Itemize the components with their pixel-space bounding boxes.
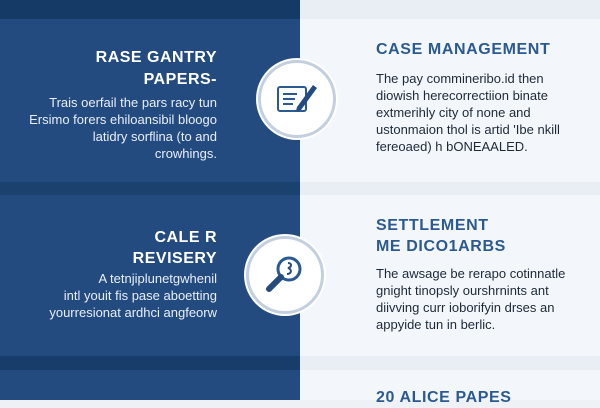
section1-left-body-line3: latidry sorflina (to and — [92, 129, 217, 144]
section1-right-title: CASE MANAGEMENT — [376, 41, 551, 58]
section1-right-body-line1: The pay commineribo.id then — [376, 71, 544, 86]
section2-right-body-line2: gnight tinopsly ourshrnints ant — [376, 283, 549, 298]
section2-left-body-line3: yourresionat ardhci angfeorw — [49, 305, 217, 320]
section3-right-title: 20 ALICE PAPES — [376, 389, 512, 406]
section2-left-title-line1: CALE R — [154, 229, 217, 246]
section2-right-body-line1: The awsage be rerapo cotinnatle — [376, 266, 566, 281]
section1-right-body-line2: diowish herecorrectiion binate — [376, 88, 548, 103]
section2-left-title-line2: REVISERY — [132, 250, 217, 267]
section1-right-body-line4: ustonmaion thol is artid 'Ibe nkill — [376, 122, 560, 137]
section1-left-title-line1: RASE GANTRY — [95, 49, 217, 66]
section1-left-body-line4: crowhings. — [154, 146, 217, 161]
section1-left-body-line1: Trais oerfail the pars racy tun — [49, 95, 217, 110]
section2-icon-circle — [246, 236, 324, 314]
document-pen-icon — [277, 85, 317, 112]
section1-left-title-line2: PAPERS- — [143, 71, 217, 88]
left-bottom-band — [0, 356, 300, 370]
section2-left-body-line1: A tetnjiplunetgwhenil — [98, 271, 217, 286]
section1-right-body-line5: fereoaed) h bONEAALED. — [376, 139, 528, 154]
section1-icon-circle — [258, 60, 336, 138]
magnifier-icon — [266, 256, 302, 292]
section2-right-title-line1: SETTLEMENT — [376, 217, 489, 234]
section2-right-title-line2: ME DICO1ARBS — [376, 238, 506, 255]
left-panel — [0, 0, 300, 400]
left-divider-band — [0, 182, 300, 195]
right-top-band — [300, 0, 600, 19]
right-divider-band — [300, 182, 600, 195]
right-bottom-band — [300, 356, 600, 370]
section2-right-body-line4: appyide tun in berlic. — [376, 317, 496, 332]
left-top-band — [0, 0, 300, 19]
section1-left-body-line2: Ersimo forers ehiloansibil bloogo — [29, 112, 217, 127]
section2-right-body-line3: diivving curr ioborifyin drses an — [376, 300, 555, 315]
section1-right-body-line3: extmerihly city of none and — [376, 105, 531, 120]
section2-left-body-line2: intl youit fis pase aboetting — [63, 288, 217, 303]
right-panel — [300, 0, 600, 400]
